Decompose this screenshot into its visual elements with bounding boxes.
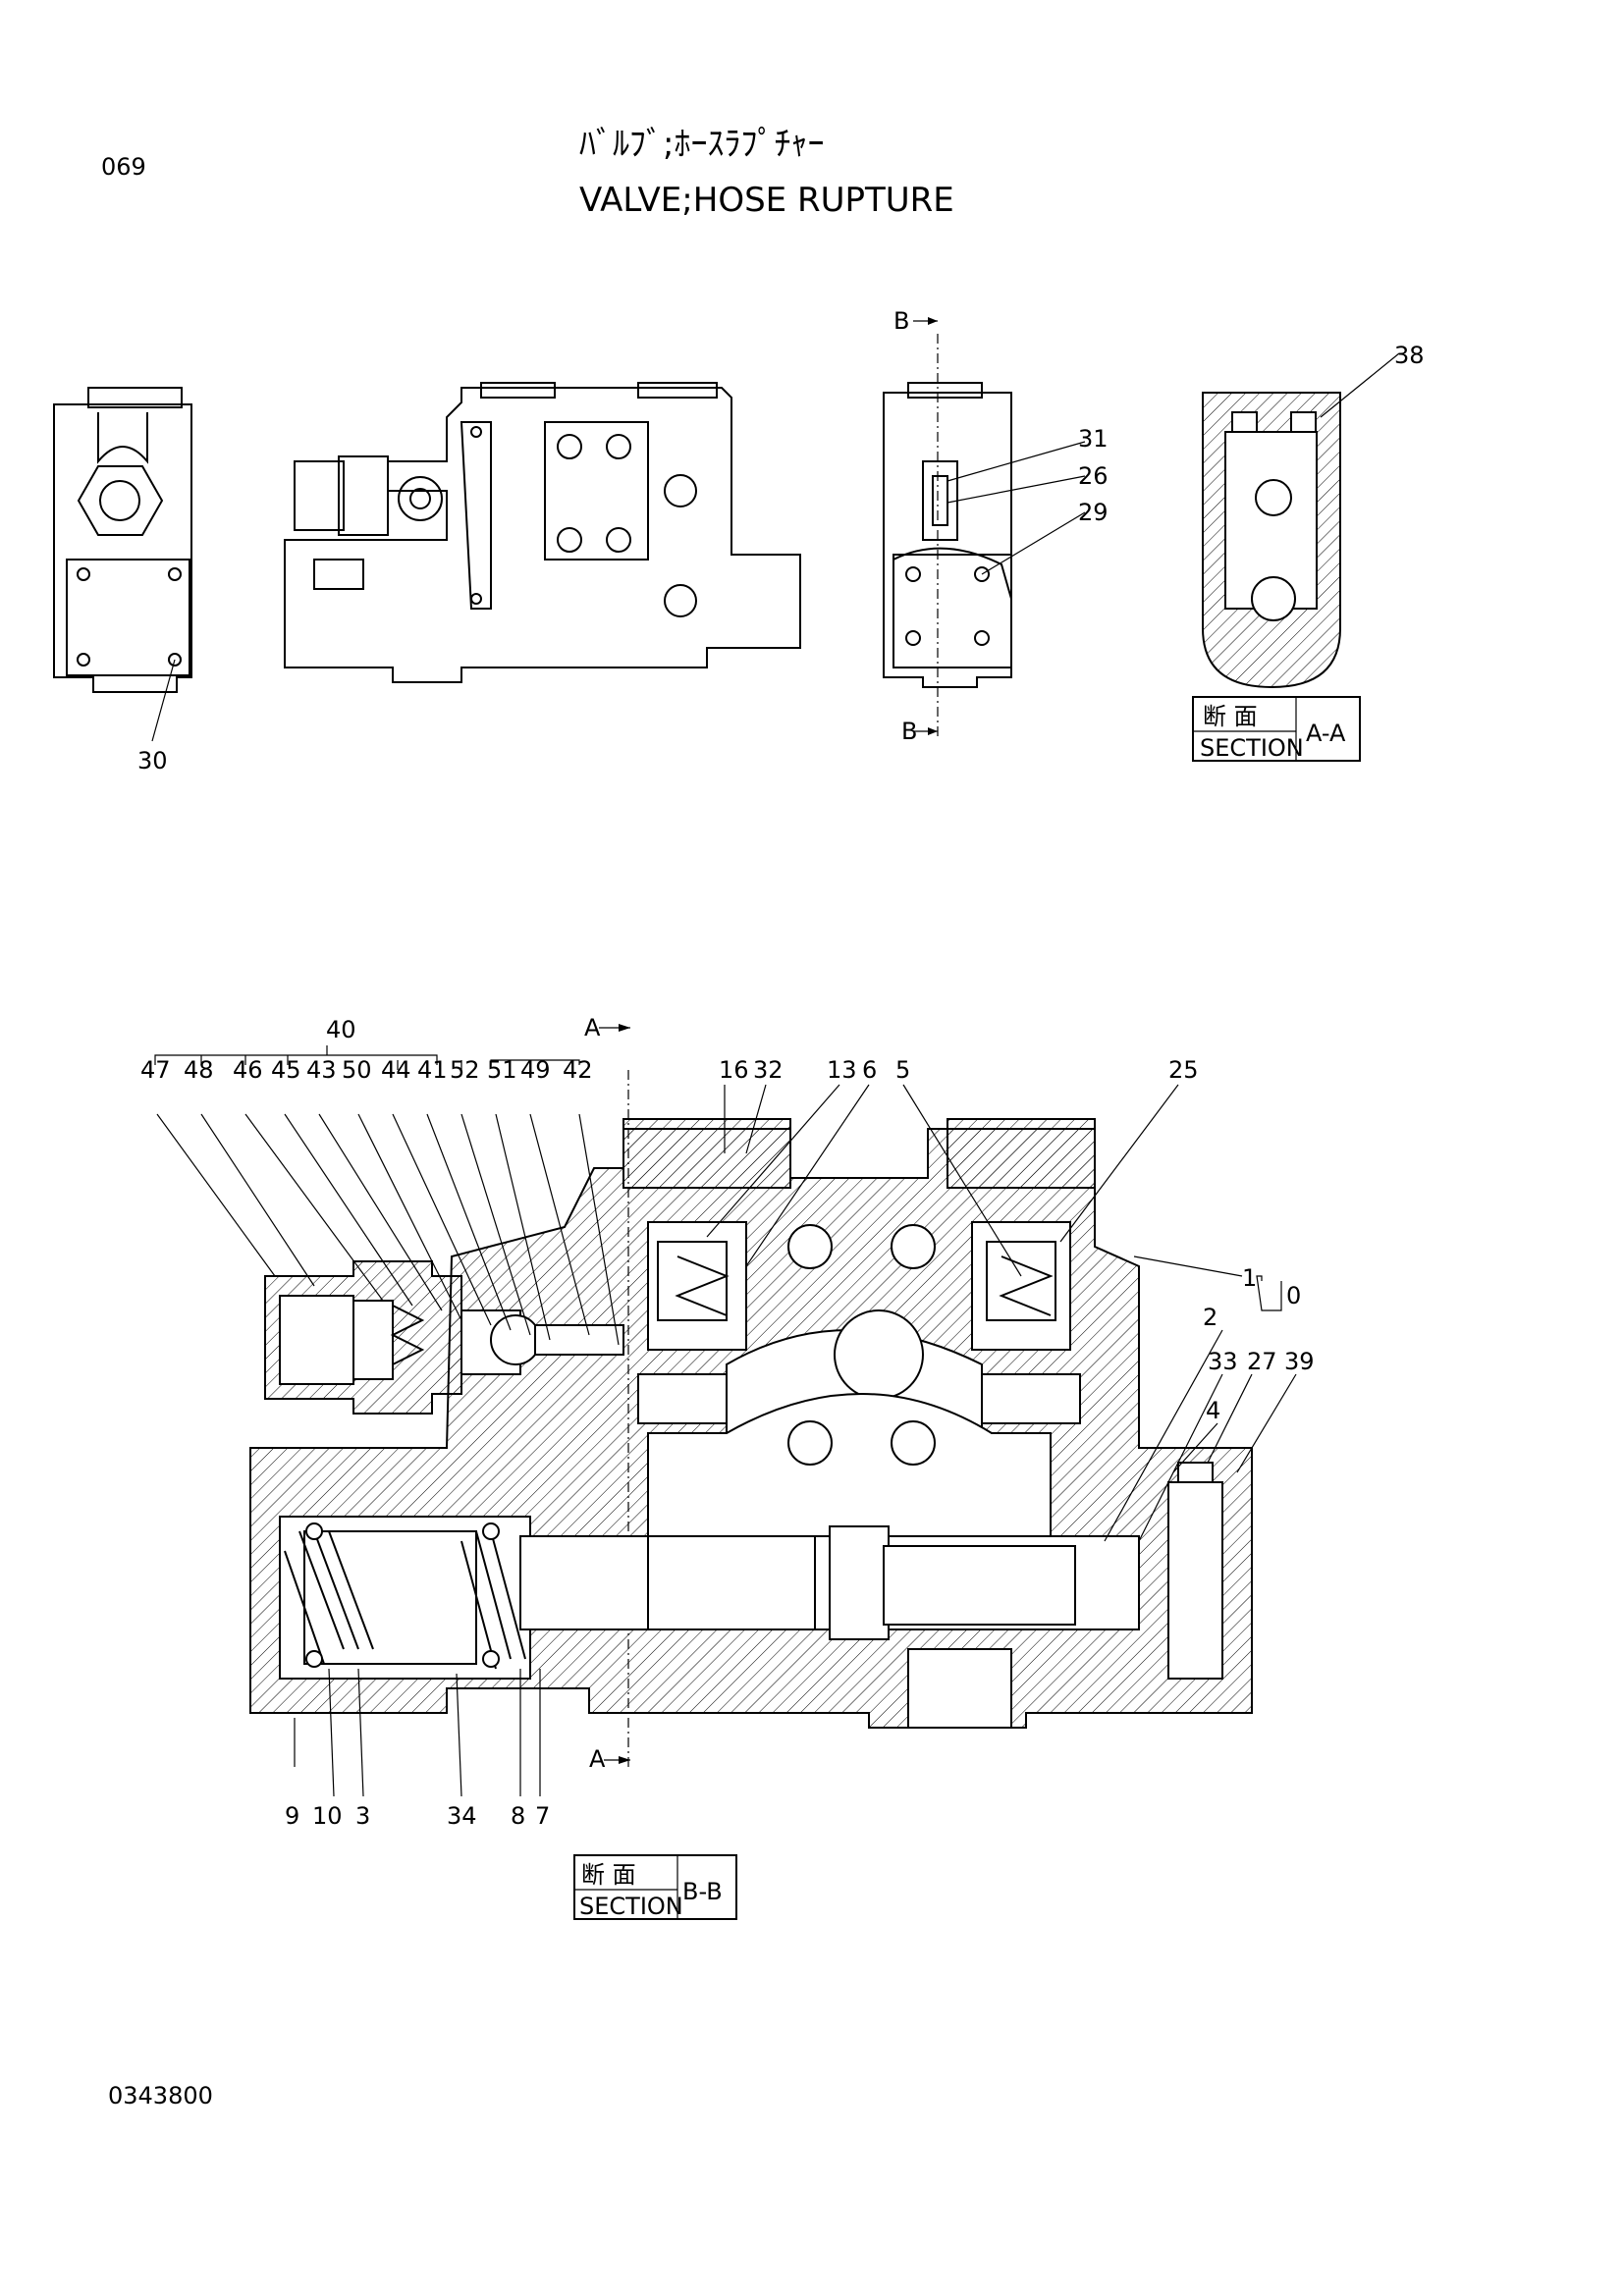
callout-29: 29 bbox=[1078, 499, 1109, 526]
section-aa-jp: 断 面 bbox=[1203, 703, 1258, 730]
callout-7: 7 bbox=[535, 1802, 550, 1830]
callout-27: 27 bbox=[1247, 1348, 1277, 1375]
section-aa-view bbox=[1202, 352, 1400, 689]
callout-52: 52 bbox=[450, 1056, 480, 1084]
callout-25: 25 bbox=[1168, 1056, 1199, 1084]
end-view-left bbox=[53, 387, 192, 742]
callout-16: 16 bbox=[719, 1056, 749, 1084]
callout-45: 45 bbox=[271, 1056, 301, 1084]
section-bb-mark: B-B bbox=[682, 1878, 723, 1905]
callout-4: 4 bbox=[1206, 1397, 1220, 1424]
callout-46: 46 bbox=[233, 1056, 263, 1084]
callout-44: 44 bbox=[381, 1056, 411, 1084]
callout-9: 9 bbox=[285, 1802, 299, 1830]
callout-49: 49 bbox=[520, 1056, 551, 1084]
callout-39: 39 bbox=[1284, 1348, 1315, 1375]
section-bb-label-box: 断 面 SECTION B-B bbox=[573, 1854, 737, 1920]
section-bb-en: SECTION bbox=[579, 1893, 683, 1920]
callout-6: 6 bbox=[862, 1056, 877, 1084]
callout-30: 30 bbox=[137, 747, 168, 774]
callout-1: 1 bbox=[1242, 1264, 1257, 1292]
callout-26: 26 bbox=[1078, 462, 1109, 490]
title-english: VALVE;HOSE RUPTURE bbox=[579, 181, 954, 220]
callout-48: 48 bbox=[184, 1056, 214, 1084]
callout-47: 47 bbox=[140, 1056, 171, 1084]
page-code: 069 bbox=[101, 153, 146, 181]
callout-8: 8 bbox=[511, 1802, 525, 1830]
section-bb-jp: 断 面 bbox=[581, 1861, 636, 1889]
marker-a-top: A bbox=[584, 1014, 601, 1041]
title-japanese: ﾊﾞﾙﾌﾞ;ﾎｰｽﾗﾌﾟﾁｬｰ bbox=[579, 125, 824, 164]
callout-42: 42 bbox=[563, 1056, 593, 1084]
callout-32: 32 bbox=[753, 1056, 784, 1084]
callout-2: 2 bbox=[1203, 1304, 1217, 1331]
section-aa-mark: A-A bbox=[1306, 720, 1346, 747]
callout-5: 5 bbox=[895, 1056, 910, 1084]
callout-43: 43 bbox=[306, 1056, 337, 1084]
drawing-number: 0343800 bbox=[108, 2082, 213, 2109]
section-bb-leaders bbox=[154, 1045, 1297, 1797]
side-view bbox=[883, 317, 1086, 736]
marker-b-bottom: B bbox=[901, 718, 917, 745]
marker-b-top: B bbox=[893, 307, 909, 335]
callout-41: 41 bbox=[417, 1056, 448, 1084]
callout-33: 33 bbox=[1208, 1348, 1238, 1375]
section-aa-en: SECTION bbox=[1200, 734, 1304, 762]
callout-3: 3 bbox=[355, 1802, 370, 1830]
section-bb-view bbox=[249, 1024, 1253, 1767]
callout-50: 50 bbox=[342, 1056, 372, 1084]
front-view bbox=[284, 382, 801, 683]
callout-10: 10 bbox=[312, 1802, 343, 1830]
callout-51: 51 bbox=[487, 1056, 517, 1084]
callout-31: 31 bbox=[1078, 425, 1109, 453]
callout-40: 40 bbox=[326, 1016, 356, 1043]
callout-13: 13 bbox=[827, 1056, 857, 1084]
callout-38: 38 bbox=[1394, 342, 1425, 369]
section-aa-label-box: 断 面 SECTION A-A bbox=[1192, 696, 1361, 762]
marker-a-bottom: A bbox=[589, 1745, 606, 1773]
callout-34: 34 bbox=[447, 1802, 477, 1830]
callout-0: 0 bbox=[1286, 1282, 1301, 1309]
